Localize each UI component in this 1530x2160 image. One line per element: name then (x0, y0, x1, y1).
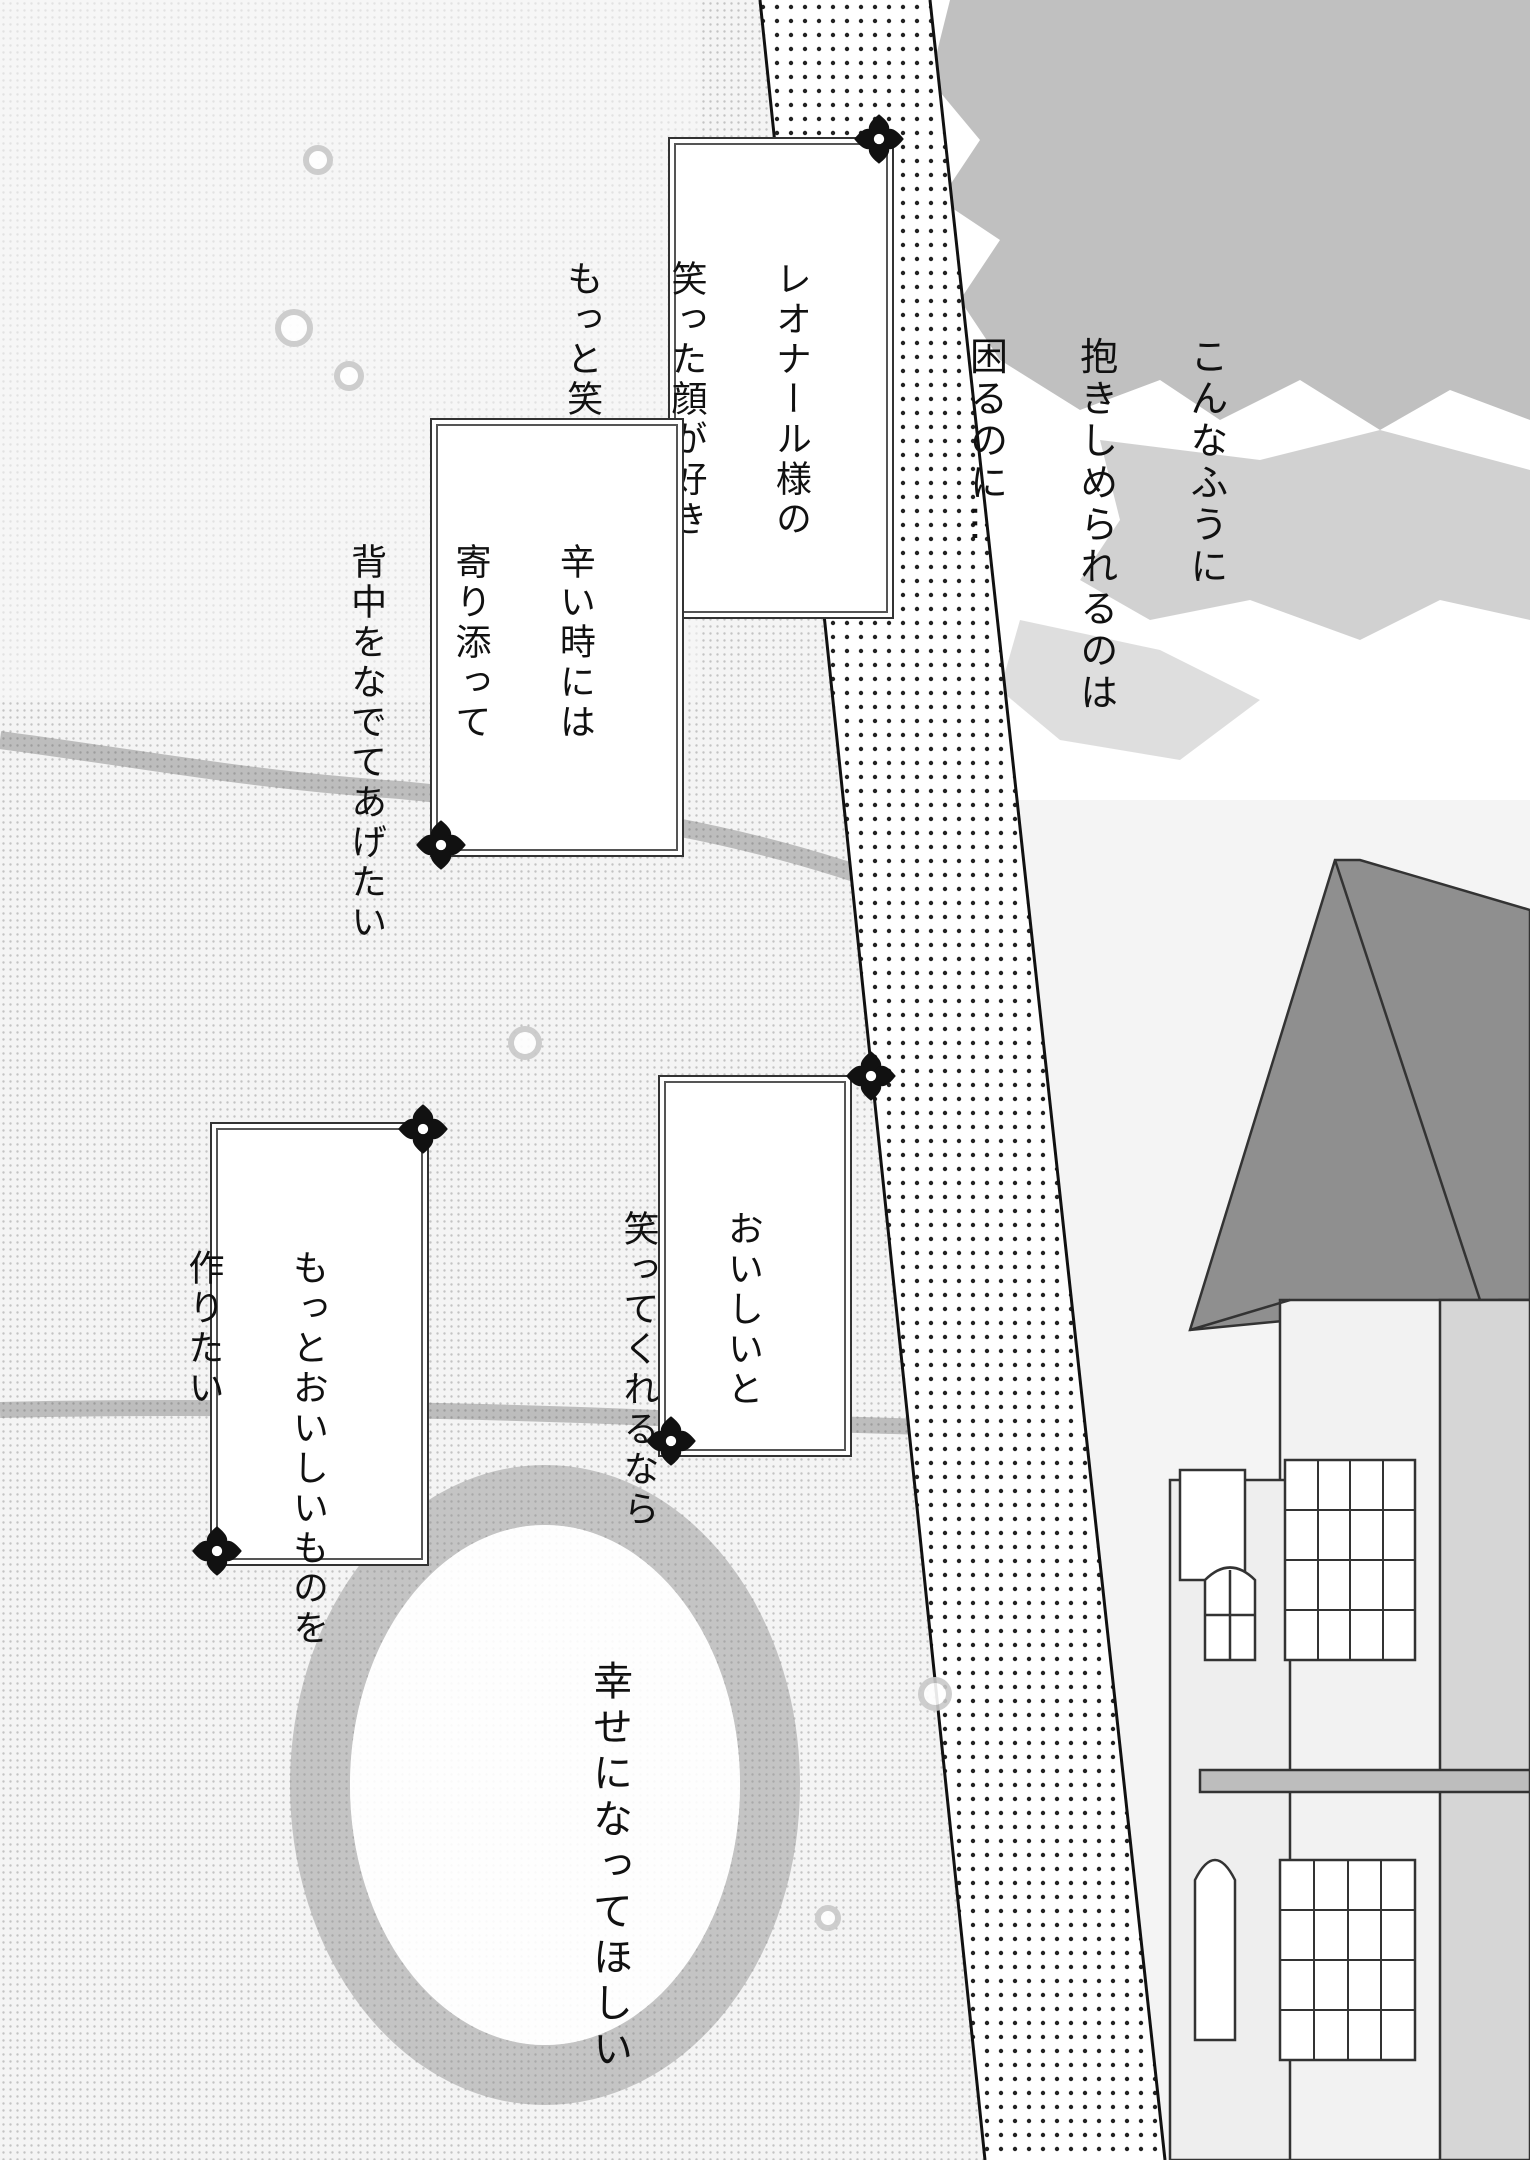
ornament-flourish-icon (846, 1051, 896, 1101)
narration-line: 笑ってくれるなら (617, 1209, 659, 1530)
narration-line: 辛い時には (553, 542, 595, 743)
ornament-flourish-icon (646, 1416, 696, 1466)
narration-line: 作りたい (182, 1248, 224, 1409)
narration-text-comfort: 辛い時には 寄り添って 背中をなでてあげたい (287, 450, 652, 943)
narration-line: レオナール様の (769, 259, 811, 540)
bokeh (275, 145, 952, 1931)
monologue-line: こんなふうに (1183, 336, 1228, 589)
narration-text-delicious: おいしいと 笑ってくれるなら (559, 1117, 820, 1530)
narration-line: 寄り添って (449, 542, 491, 743)
narration-box-comfort: 辛い時には 寄り添って 背中をなでてあげたい (345, 418, 684, 943)
ornament-flourish-icon (398, 1104, 448, 1154)
ornament-flourish-icon (416, 820, 466, 870)
building (1168, 858, 1530, 2160)
ornament-flourish-icon (192, 1526, 242, 1576)
ornament-flourish-icon (854, 114, 904, 164)
sky-clouds (900, 0, 1530, 800)
narration-line: おいしいと (721, 1209, 763, 1410)
center-line: 幸せになってほしい (586, 1659, 632, 2074)
narration-box-laugh: レオナール様の 笑った顔が好き もっと笑っていてほしい (561, 137, 894, 700)
glow-ring (290, 1465, 800, 2105)
narration-line: もっとおいしいものを (286, 1248, 328, 1649)
narration-box-delicious: おいしいと 笑ってくれるなら (617, 1075, 852, 1530)
center-text: 幸せになってほしい (522, 1585, 696, 2074)
narration-box-cook: もっとおいしいものを 作りたい (182, 1122, 429, 1649)
monologue-line: 抱きしめられるのは (1073, 336, 1118, 715)
narration-text-cook: もっとおいしいものを 作りたい (124, 1156, 385, 1649)
monologue-text: こんなふうに 抱きしめられるのは 困るのに… (902, 272, 1288, 714)
monologue-line: 困るのに… (963, 336, 1008, 547)
narration-line: 背中をなでてあげたい (345, 542, 387, 943)
